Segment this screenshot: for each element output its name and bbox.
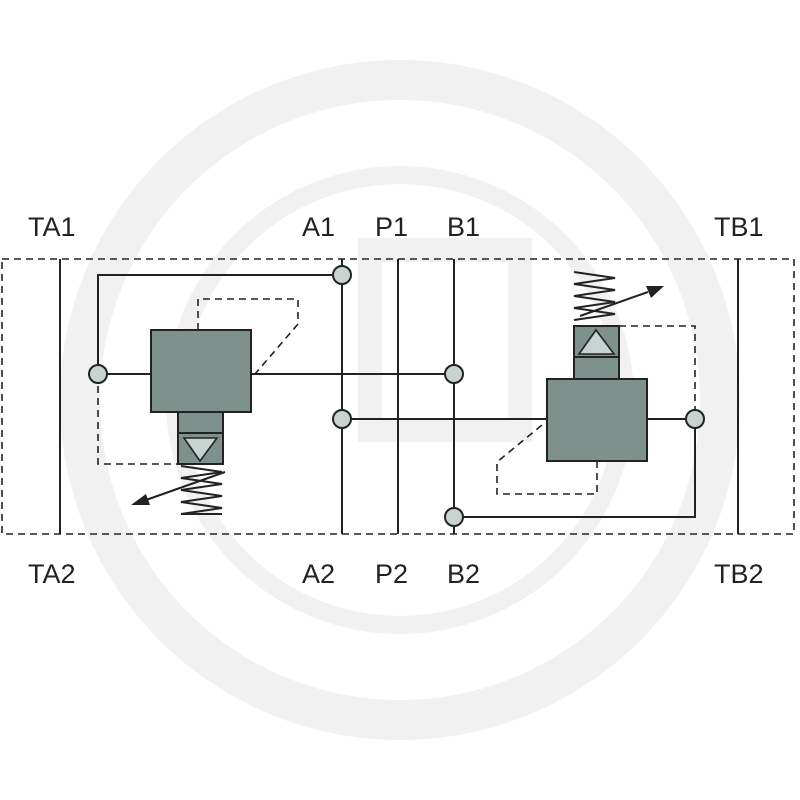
spring-icon <box>573 271 616 321</box>
right-pilot-line-top <box>619 325 696 419</box>
junction-node <box>332 409 352 429</box>
junction-node <box>444 507 464 527</box>
port-label-a1: A1 <box>302 212 335 242</box>
adjust-arrow-icon <box>145 471 226 501</box>
junction-node <box>88 364 108 384</box>
spring-icon <box>180 465 223 515</box>
check-triangle-icon <box>577 328 616 355</box>
port-label-p2: P2 <box>375 559 408 589</box>
left-pilot-line-bottom <box>97 374 178 465</box>
port-label-b1: B1 <box>447 212 480 242</box>
junction-node <box>685 409 705 429</box>
adjust-arrow-head <box>646 286 664 298</box>
port-label-tb1: TB1 <box>714 212 764 242</box>
left-supply-line <box>97 274 342 374</box>
right-return-line <box>454 418 696 518</box>
junction-node <box>444 364 464 384</box>
adjust-arrow-icon <box>579 291 649 317</box>
check-triangle-icon <box>182 437 219 463</box>
right-valve-body <box>546 378 648 462</box>
port-label-ta2: TA2 <box>28 559 76 589</box>
port-label-ta1: TA1 <box>28 212 76 242</box>
left-valve-body <box>150 329 252 413</box>
right-relief-valve-circuit <box>342 271 696 518</box>
left-relief-valve-circuit <box>97 274 454 515</box>
port-label-p1: P1 <box>375 212 408 242</box>
junction-node <box>332 265 352 285</box>
port-label-a2: A2 <box>302 559 335 589</box>
port-label-b2: B2 <box>447 559 480 589</box>
right-pilot-line-bottom <box>496 424 598 495</box>
adjust-arrow-head <box>131 494 150 505</box>
port-label-tb2: TB2 <box>714 559 764 589</box>
